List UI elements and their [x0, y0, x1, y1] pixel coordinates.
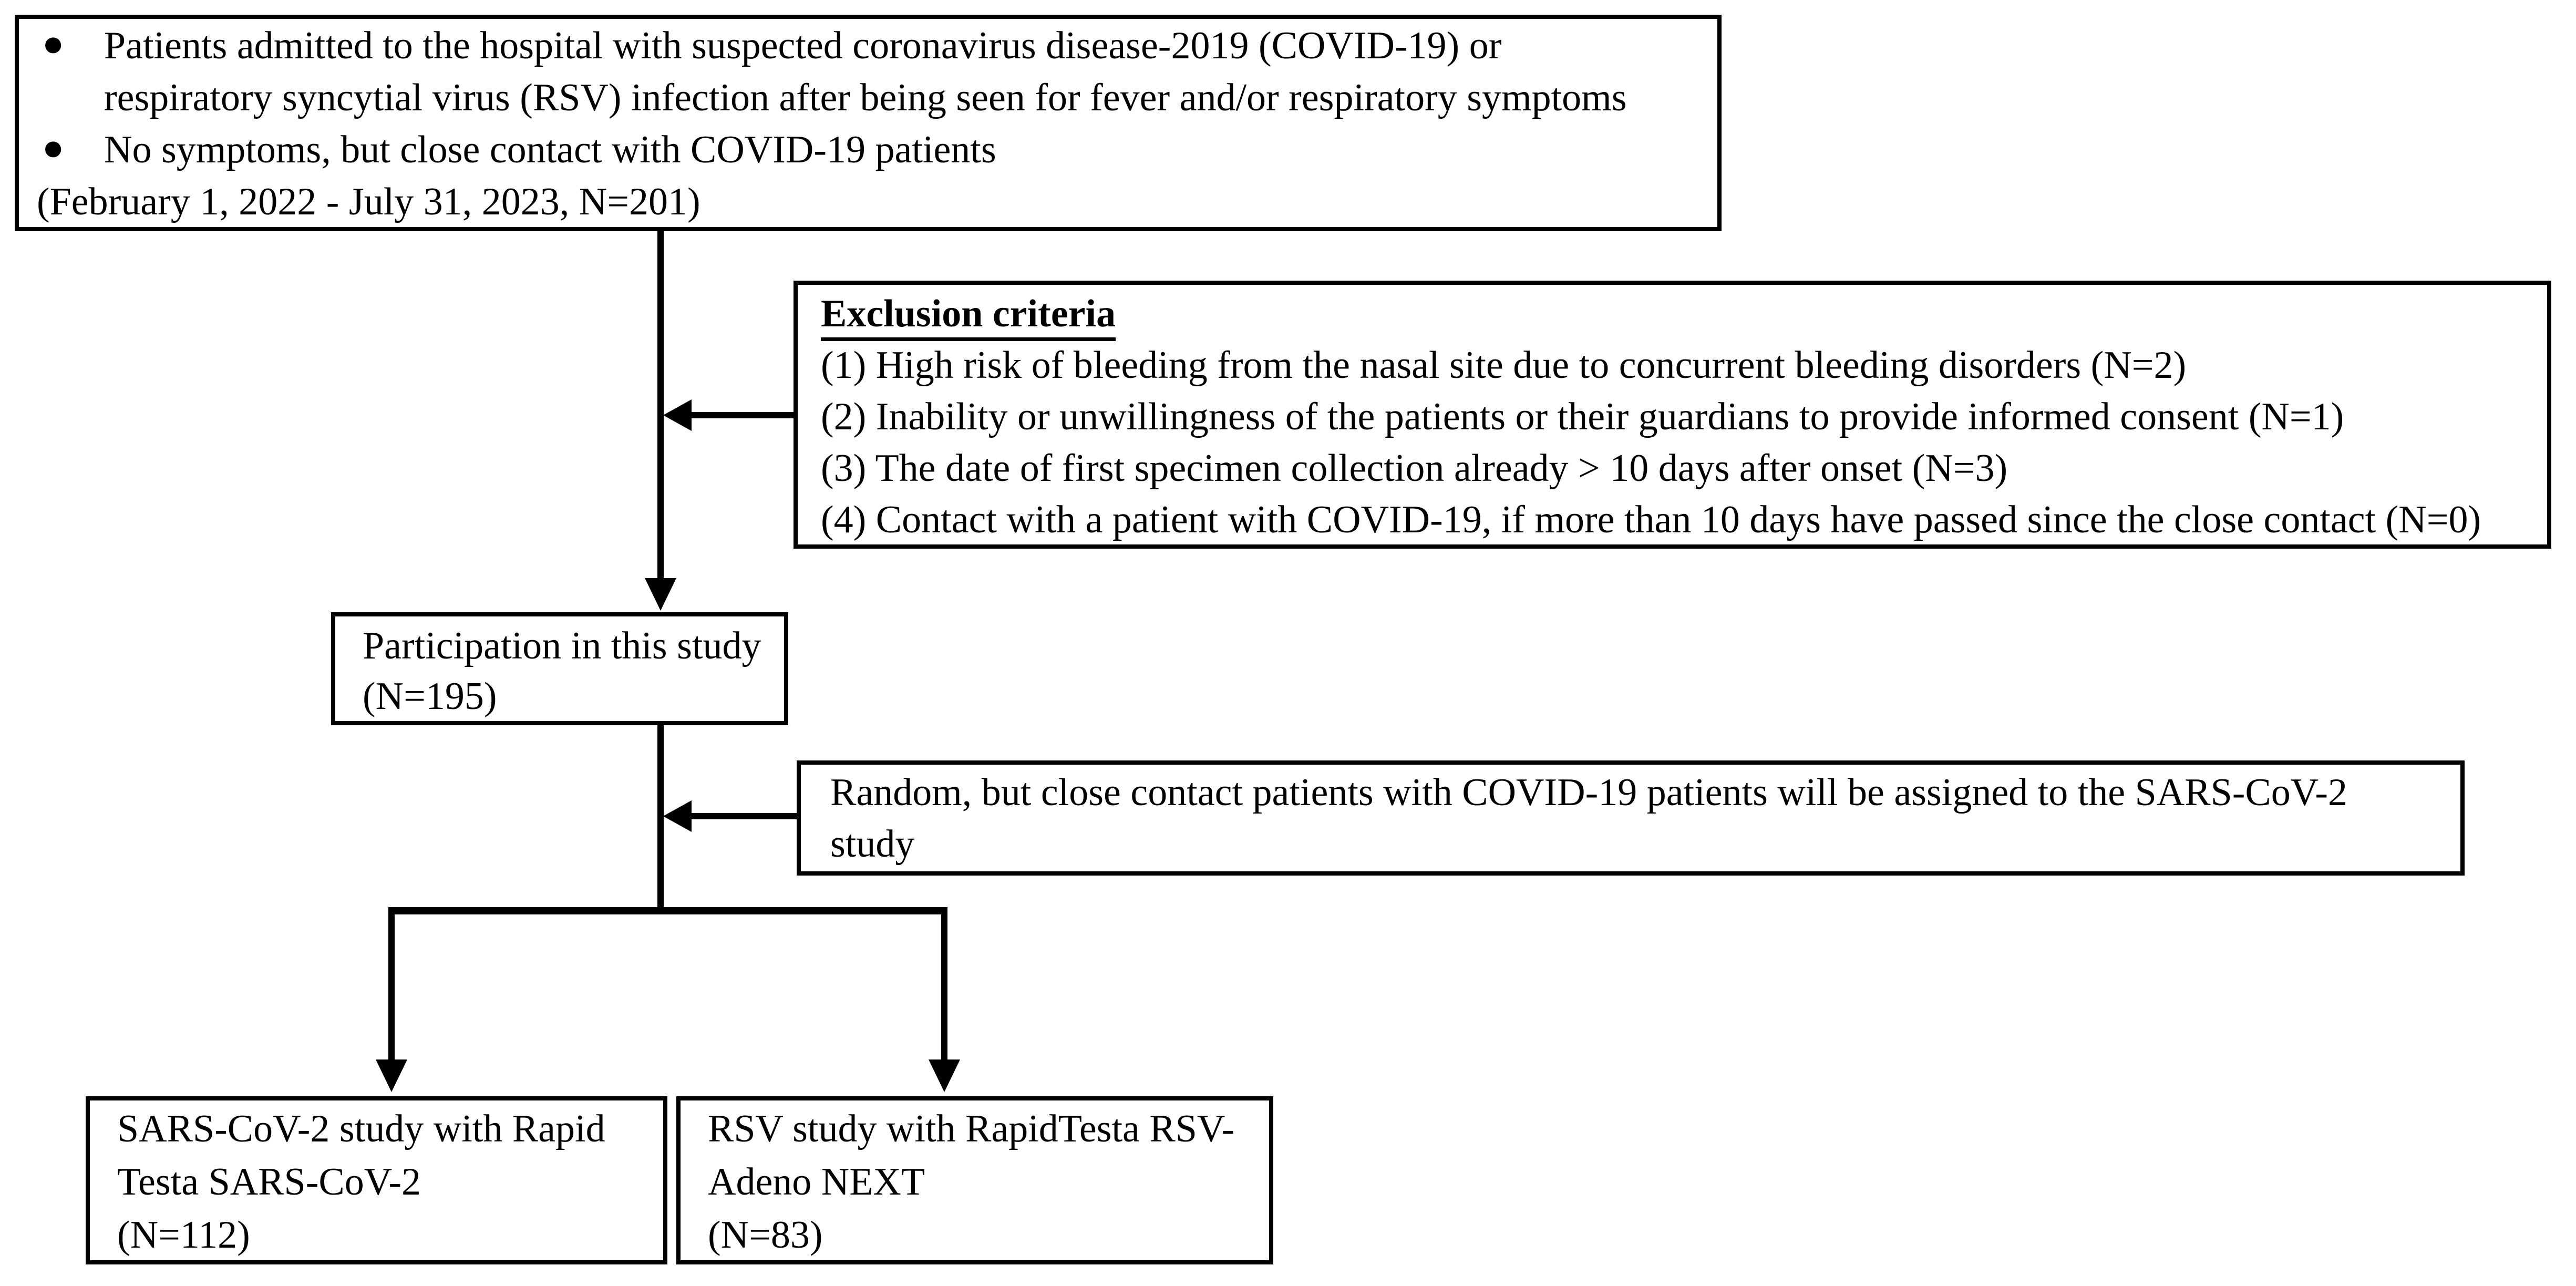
exclusion-title-text: Exclusion criteria: [821, 292, 1116, 341]
rsv-arm-box: RSV study with RapidTesta RSV- Adeno NEX…: [676, 1096, 1273, 1264]
rsv-arm-line1: RSV study with RapidTesta RSV-: [708, 1107, 1235, 1150]
exclusion-criteria-box: Exclusion criteria (1) High risk of blee…: [794, 281, 2551, 549]
flow-line-split-bar: [388, 907, 947, 914]
participation-line1: Participation in this study: [363, 624, 761, 667]
bullet-icon: ●: [42, 128, 65, 168]
left-arrowhead-icon: [663, 399, 692, 431]
enrollment-bullet1-line1: ● Patients admitted to the hospital with…: [19, 20, 1717, 72]
down-arrowhead-icon: [376, 1059, 407, 1092]
flow-line-randomization: [687, 813, 798, 819]
participation-box: Participation in this study (N=195): [331, 612, 788, 725]
sars-arm-line2: Testa SARS-CoV-2: [117, 1160, 421, 1203]
left-arrowhead-icon: [663, 800, 692, 832]
randomization-note-line2: study: [830, 822, 915, 866]
flow-line-enrollment-to-participation: [657, 229, 664, 579]
enrollment-bullet1-line1-text: Patients admitted to the hospital with s…: [104, 24, 1502, 67]
rsv-arm-line2: Adeno NEXT: [708, 1160, 925, 1203]
enrollment-bullet2: ● No symptoms, but close contact with CO…: [19, 124, 1717, 176]
exclusion-item-3: (3) The date of first specimen collectio…: [821, 447, 2008, 490]
flow-line-exclusion: [687, 412, 796, 418]
exclusion-item-1: (1) High risk of bleeding from the nasal…: [821, 344, 2187, 387]
enrollment-box: ● Patients admitted to the hospital with…: [15, 15, 1722, 231]
sars-cov-2-arm-box: SARS-CoV-2 study with Rapid Testa SARS-C…: [86, 1096, 667, 1264]
enrollment-bullet2-text: No symptoms, but close contact with COVI…: [104, 128, 996, 171]
rsv-arm-count: (N=83): [708, 1213, 823, 1257]
exclusion-item-2: (2) Inability or unwillingness of the pa…: [821, 395, 2344, 438]
participation-count: (N=195): [363, 675, 497, 718]
sars-arm-count: (N=112): [117, 1213, 250, 1257]
flow-line-participation-to-split: [657, 724, 664, 914]
exclusion-item-4: (4) Contact with a patient with COVID-19…: [821, 498, 2481, 541]
randomization-note-box: Random, but close contact patients with …: [797, 760, 2465, 876]
flow-line-branch-rsv: [941, 907, 947, 1061]
flow-line-branch-sars: [388, 907, 395, 1061]
down-arrowhead-icon: [645, 578, 676, 611]
sars-arm-line1: SARS-CoV-2 study with Rapid: [117, 1107, 605, 1150]
enrollment-bullet1-line2-text: respiratory syncytial virus (RSV) infect…: [104, 76, 1627, 119]
exclusion-title: Exclusion criteria: [821, 288, 2524, 341]
enrollment-period-line: (February 1, 2022 - July 31, 2023, N=201…: [37, 180, 700, 223]
enrollment-bullet1-line2: respiratory syncytial virus (RSV) infect…: [19, 72, 1717, 124]
down-arrowhead-icon: [929, 1059, 960, 1092]
bullet-icon: ●: [42, 24, 65, 64]
randomization-note-line1: Random, but close contact patients with …: [830, 771, 2348, 814]
